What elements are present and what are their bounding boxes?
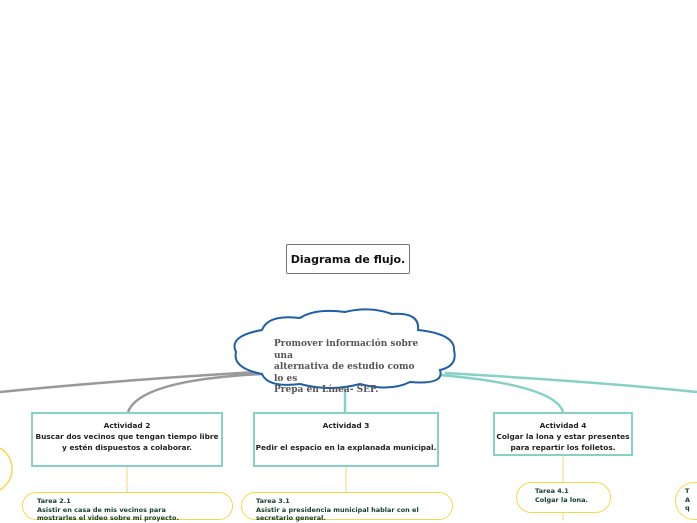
task-heading: Tarea 4.1 bbox=[535, 487, 569, 495]
activity-node-4: Actividad 4 Colgar la lona y estar prese… bbox=[493, 412, 633, 456]
link-root-act4 bbox=[439, 373, 565, 413]
root-line: alternativa de estudio como lo es bbox=[274, 362, 415, 384]
activity-heading: Actividad 4 bbox=[539, 421, 587, 430]
activity-line: Buscar dos vecinos que tengan tiempo lib… bbox=[35, 432, 219, 441]
activity-line: Colgar la lona y estar presentes bbox=[496, 432, 630, 441]
activity-node-3: Actividad 3 Pedir el espacio en la expla… bbox=[253, 412, 439, 467]
task-heading: Tarea 2.1 bbox=[37, 497, 71, 505]
task-line: secretario general. bbox=[256, 514, 326, 522]
task-node-3-1: Tarea 3.1 Asistir a presidencia municipa… bbox=[241, 492, 453, 522]
root-node-text: Promover información sobre una alternati… bbox=[274, 339, 424, 397]
activity-line: para repartir los folletos. bbox=[510, 443, 616, 452]
task-line: mostrarles el video sobre mi proyecto. bbox=[37, 514, 179, 522]
task-line: A bbox=[685, 495, 691, 504]
task-node-4-1: Tarea 4.1 Colgar la lona. bbox=[516, 482, 611, 513]
activity-heading: Actividad 3 bbox=[322, 421, 370, 430]
activity-line: y estén dispuestos a colaborar. bbox=[62, 443, 192, 452]
link-root-left bbox=[0, 370, 259, 394]
task-node-partial-right: T A q bbox=[675, 482, 697, 520]
diagram-title: Diagrama de flujo. bbox=[286, 244, 410, 274]
activity-line bbox=[255, 431, 437, 442]
task-node-2-1: Tarea 2.1 Asistir en casa de mis vecinos… bbox=[22, 492, 233, 522]
link-root-right bbox=[444, 371, 697, 394]
root-line: Promover información sobre una bbox=[274, 339, 419, 361]
task-line: q bbox=[685, 504, 690, 512]
activity-heading: Actividad 2 bbox=[103, 421, 151, 430]
left-partial-node bbox=[0, 447, 13, 491]
task-line: Asistir a presidencia municipal hablar c… bbox=[256, 505, 419, 514]
task-heading: T bbox=[685, 487, 690, 495]
task-line: Colgar la lona. bbox=[535, 495, 589, 504]
cloud-shape bbox=[233, 308, 456, 389]
task-heading: Tarea 3.1 bbox=[256, 497, 290, 505]
activity-line: Pedir el espacio en la explanada municip… bbox=[255, 443, 437, 452]
root-line: Prepa en Línea- SEP. bbox=[274, 385, 379, 395]
link-root-act2 bbox=[126, 372, 263, 413]
activity-node-2: Actividad 2 Buscar dos vecinos que tenga… bbox=[31, 412, 223, 467]
task-line: Asistir en casa de mis vecinos para bbox=[37, 505, 166, 514]
